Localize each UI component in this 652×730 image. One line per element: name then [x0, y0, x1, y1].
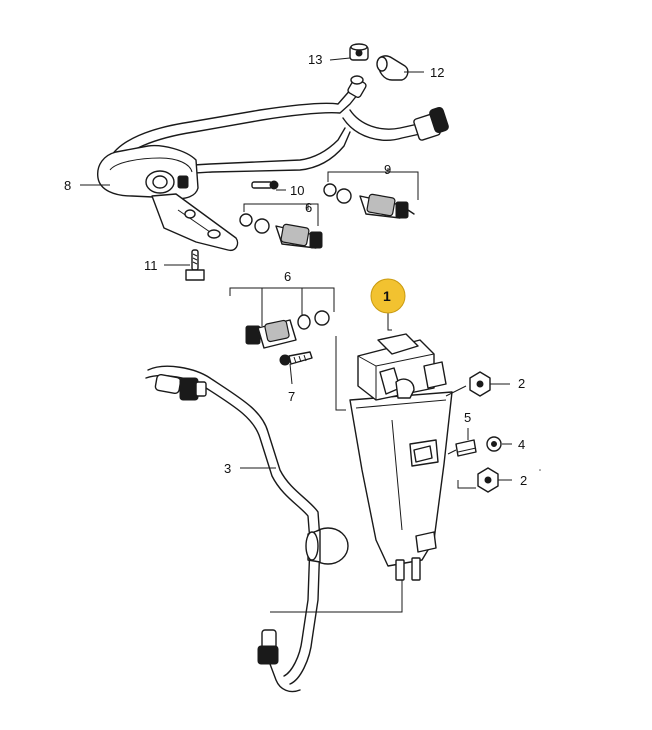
screw-part-10: [251, 180, 279, 190]
callout-10: 10: [290, 183, 304, 198]
hose-clamp-bracket: [97, 144, 239, 252]
clip-part-5: [455, 439, 477, 457]
valve-assembly-9: [323, 183, 415, 219]
hose-connector-upper: [154, 373, 207, 401]
inline-damper: [305, 527, 349, 565]
valve-assembly-6-lower: [245, 310, 330, 349]
hose-end-top: [347, 75, 367, 99]
callout-3: 3: [224, 461, 231, 476]
highlight-marker: [370, 278, 406, 314]
quick-connector-right: [413, 106, 449, 141]
dot-mark: [539, 469, 541, 471]
callout-4: 4: [518, 437, 525, 452]
elbow-part-12: [376, 55, 409, 81]
nut-part-2-lower: [477, 467, 499, 493]
nut-part-4: [486, 436, 502, 452]
cap-part-13: [349, 43, 369, 61]
callout-12: 12: [430, 65, 444, 80]
callout-8: 8: [64, 178, 71, 193]
bolt-part-11: [185, 249, 205, 281]
callout-6-lower: 6: [284, 269, 291, 284]
hose-part-3: [145, 365, 403, 693]
callout-13: 13: [308, 52, 322, 67]
callout-6-upper: 6: [305, 200, 312, 215]
valve-assembly-6-upper: [239, 213, 323, 249]
nut-part-2-upper: [469, 371, 491, 397]
screw-part-7: [279, 351, 313, 366]
callout-5: 5: [464, 410, 471, 425]
callout-2-upper: 2: [518, 376, 525, 391]
callout-leaders: [80, 57, 512, 481]
callout-7: 7: [288, 389, 295, 404]
callout-9: 9: [384, 162, 391, 177]
hose-connector-lower: [257, 629, 301, 693]
callout-2-lower: 2: [520, 473, 527, 488]
callout-11: 11: [144, 258, 158, 273]
callout-1: 1: [383, 288, 391, 304]
canister-part-1: [335, 312, 453, 581]
upper-hose-assembly: [97, 43, 449, 252]
